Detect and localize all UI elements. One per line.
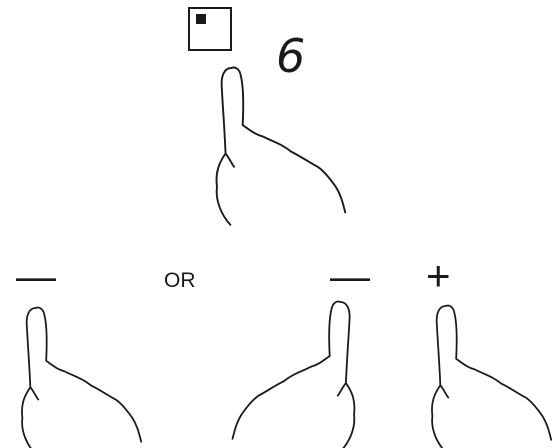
pointing-hand-icon xyxy=(232,302,354,448)
display-digit: 6 xyxy=(276,29,305,83)
pointing-hand-icon xyxy=(22,308,141,448)
pointing-hand-icon xyxy=(432,306,551,448)
square-with-dot-icon[interactable] xyxy=(189,8,231,50)
or-label: OR xyxy=(164,269,196,292)
plus-key[interactable]: + xyxy=(426,252,451,299)
minus-key-right[interactable]: — xyxy=(330,255,370,299)
minus-key-left[interactable]: — xyxy=(16,255,56,299)
pointing-hand-icon xyxy=(217,68,346,225)
